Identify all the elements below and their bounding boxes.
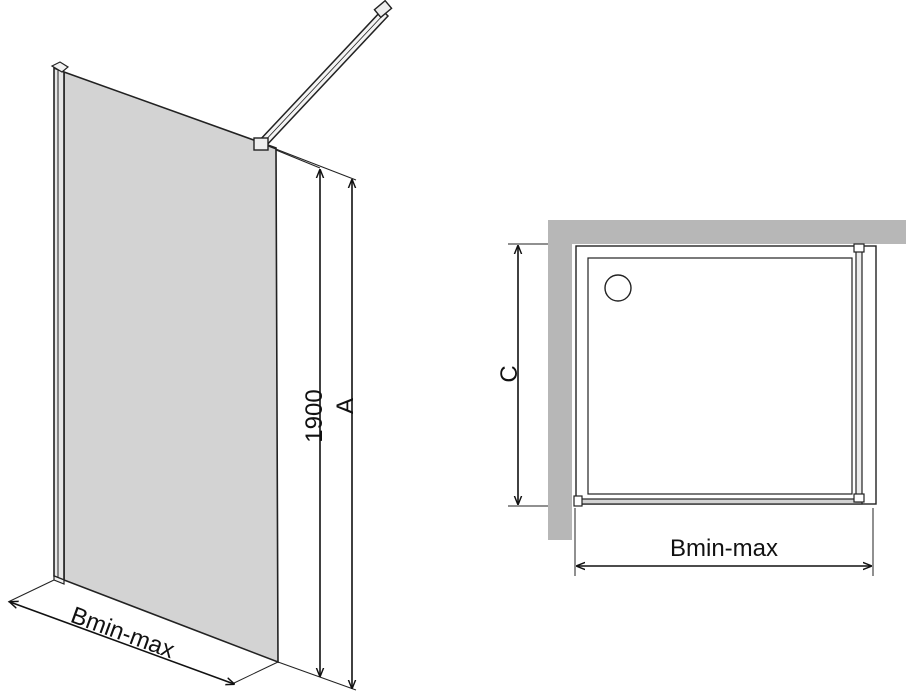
wall-profile <box>53 66 65 582</box>
glass-panel-plan <box>575 498 863 505</box>
stabilizer-bar-plan <box>855 245 863 503</box>
height-label: 1900 <box>301 389 328 442</box>
perspective-view: 1900 A Bmin-max <box>8 0 393 691</box>
width-dimension-line <box>10 602 234 684</box>
total-height-label: A <box>332 398 359 414</box>
drain-icon <box>604 274 632 302</box>
stabilizer-bar <box>253 0 393 151</box>
glass-panel <box>63 70 279 664</box>
plan-view: C Bmin-max <box>496 220 906 576</box>
depth-label: C <box>496 365 523 382</box>
width-label-plan: Bmin-max <box>670 535 778 562</box>
